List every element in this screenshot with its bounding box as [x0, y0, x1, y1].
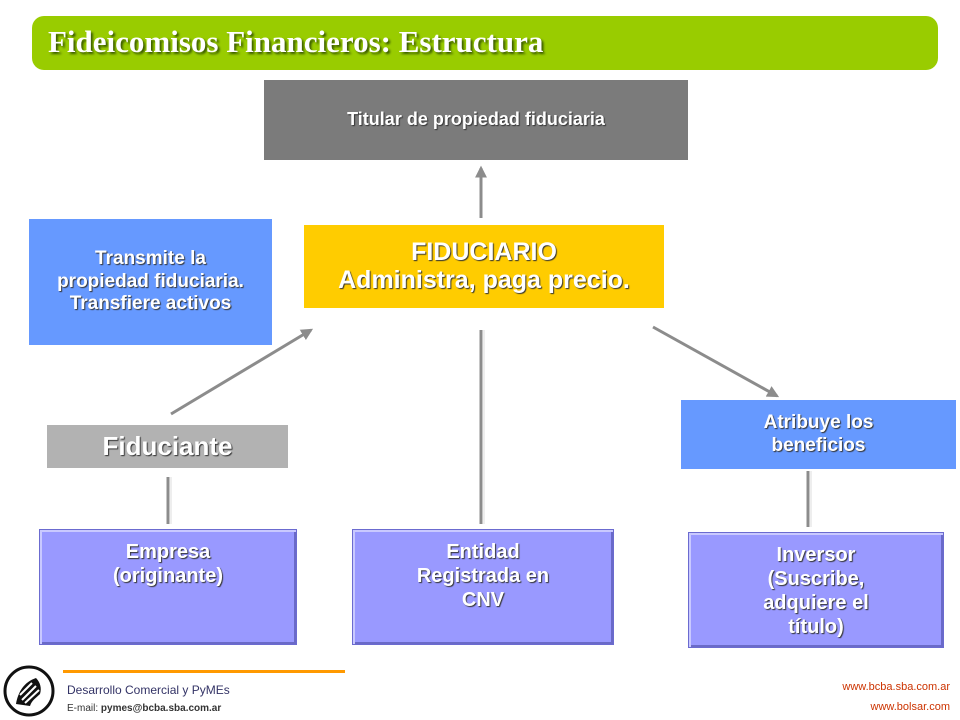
inversor-label: Inversor (Suscribe, adquiere el título)	[763, 544, 869, 638]
arrow-fiduciario-to-atribuye	[652, 325, 780, 398]
inversor-box: Inversor (Suscribe, adquiere el título)	[688, 532, 944, 648]
title-bar: Fideicomisos Financieros: Estructura	[32, 16, 938, 70]
titular-box: Titular de propiedad fiduciaria	[264, 80, 688, 160]
empresa-label: Empresa (originante)	[113, 541, 223, 587]
footer-email: E-mail: pymes@bcba.sba.com.ar	[67, 703, 221, 714]
line-atribuye-to-inversor	[806, 471, 812, 527]
atribuye-box: Atribuye los beneficios	[681, 400, 956, 469]
footer-website-bolsar[interactable]: www.bolsar.com	[870, 701, 950, 713]
titular-label: Titular de propiedad fiduciaria	[347, 109, 605, 130]
atribuye-label: Atribuye los beneficios	[763, 411, 874, 456]
footer-website-bcba[interactable]: www.bcba.sba.com.ar	[842, 681, 950, 693]
entidad-box: Entidad Registrada en CNV	[352, 529, 614, 645]
footer-email-label: E-mail:	[67, 703, 101, 714]
page-title: Fideicomisos Financieros: Estructura	[48, 24, 544, 59]
bolsa-logo-icon	[3, 665, 55, 717]
fiduciante-box: Fiduciante	[47, 425, 288, 468]
transmite-box: Transmite la propiedad fiduciaria. Trans…	[29, 219, 272, 345]
transmite-label: Transmite la propiedad fiduciaria. Trans…	[57, 247, 244, 315]
fiduciario-title: FIDUCIARIO	[411, 238, 557, 266]
entidad-label: Entidad Registrada en CNV	[416, 541, 550, 611]
empresa-box: Empresa (originante)	[39, 529, 297, 645]
line-fiduciario-to-entidad	[479, 330, 485, 524]
fiduciario-subtitle: Administra, paga precio.	[338, 265, 630, 294]
line-fiduciante-to-empresa	[166, 477, 172, 524]
fiduciante-label: Fiduciante	[102, 430, 233, 461]
fiduciario-box: FIDUCIARIO Administra, paga precio.	[304, 225, 664, 308]
footer-divider	[63, 670, 345, 673]
footer-department: Desarrollo Comercial y PyMEs	[67, 683, 230, 697]
footer-email-link[interactable]: pymes@bcba.sba.com.ar	[100, 703, 222, 714]
arrow-fiduciante-to-fiduciario	[170, 328, 314, 416]
